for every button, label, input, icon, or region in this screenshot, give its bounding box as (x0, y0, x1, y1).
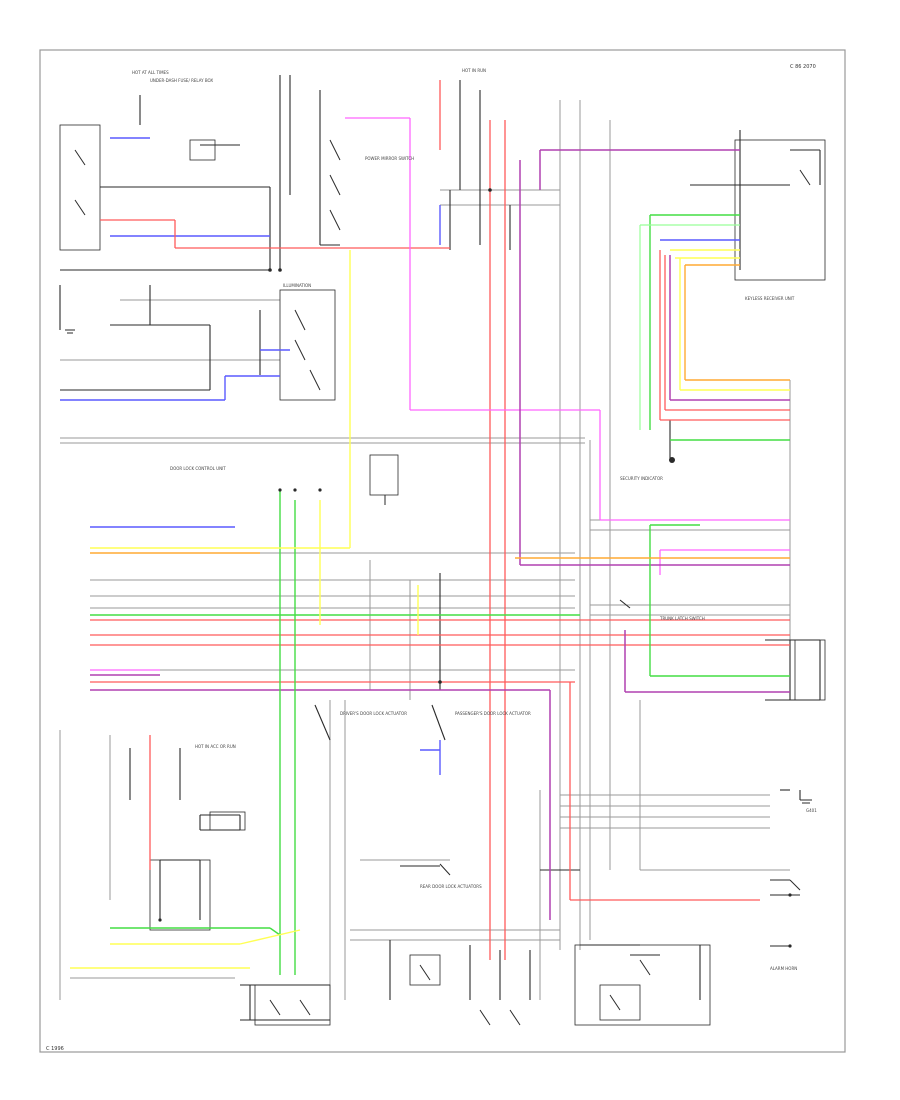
pink-wiring (90, 117, 790, 671)
component-outlines (59, 124, 826, 1026)
label-underdash-fuse: UNDER-DASH FUSE/ RELAY BOX (150, 78, 213, 83)
label-hot-at-all-times: HOT AT ALL TIMES (132, 70, 169, 75)
corner-code: C 86 2070 (790, 64, 816, 70)
black-wiring (59, 75, 821, 1021)
label-hot-in-acc: HOT IN ACC OR RUN (195, 744, 236, 749)
diagram-frame (39, 49, 846, 1053)
label-trunk: TRUNK LATCH SWITCH (659, 616, 705, 621)
orange-wiring (90, 264, 790, 559)
label-hot-in-run: HOT IN RUN (462, 68, 486, 73)
label-alarm: ALARM HORN (770, 966, 797, 971)
label-security: SECURITY INDICATOR (620, 476, 663, 481)
blue-wiring (60, 137, 740, 775)
footer-code: C 1996 (46, 1046, 64, 1052)
label-rear-door: REAR DOOR LOCK ACTUATORS (420, 884, 482, 889)
red-wiring (90, 80, 790, 960)
yellow-wiring (70, 249, 790, 969)
label-pass-door-lock: PASSENGER'S DOOR LOCK ACTUATOR (455, 711, 531, 716)
label-door-lock-control: DOOR LOCK CONTROL UNIT (170, 466, 226, 471)
label-drivers-door-lock: DRIVER'S DOOR LOCK ACTUATOR (340, 711, 407, 716)
label-ground: G401 (806, 808, 817, 813)
switch-symbols (74, 139, 811, 1026)
violet-wiring (90, 149, 790, 920)
connector-dots (158, 188, 792, 948)
label-illumination: ILLUMINATION (283, 283, 311, 288)
label-power-mirror-switch: POWER MIRROR SWITCH (365, 156, 414, 161)
ground-symbols (65, 329, 812, 804)
lightgreen-wiring (639, 224, 740, 430)
label-keyless-receiver: KEYLESS RECEIVER UNIT (745, 296, 795, 301)
green-wiring (90, 214, 790, 975)
